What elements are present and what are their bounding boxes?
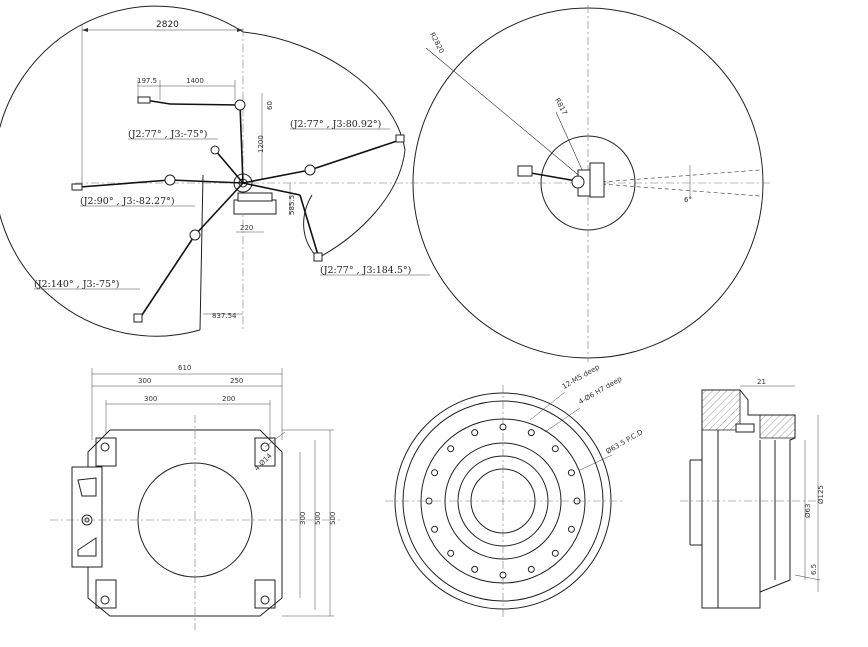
bolt-hole: [499, 571, 507, 579]
work-envelope-side-view: 2820 197.5 1400 60 1200 585.5 220 837.54: [0, 5, 430, 337]
bolt-hole: [573, 497, 581, 505]
section-outline: [701, 389, 796, 609]
arm-pose-low: [133, 182, 244, 323]
arm-pose-horizontal: [71, 174, 244, 191]
envelope-outer-arc: [0, 5, 244, 337]
dim-2820: 2820: [156, 20, 179, 30]
label-r817: R817: [553, 97, 569, 117]
dim-197-5: 197.5: [137, 77, 157, 85]
arm-pose-upright: [137, 96, 246, 184]
bolt-hole: [447, 549, 455, 557]
section-dim-a: Ø63: [804, 504, 812, 518]
mounting-holes: [95, 437, 276, 609]
pose-label-e: (J2:77° , J3:184.5°): [320, 265, 411, 276]
flange-bolt-holes: [425, 423, 581, 579]
base-mounting-view: 610 300 250 300 200: [50, 364, 340, 630]
bolt-hole: [551, 549, 559, 557]
pose-label-a: (J2:77° , J3:-75°): [128, 129, 207, 140]
dim-200: 200: [222, 395, 235, 403]
arm-pose-down: [242, 182, 323, 262]
dim-60: 60: [266, 101, 274, 110]
bolt-hole: [447, 445, 455, 453]
bolt-hole: [567, 525, 575, 533]
bolt-hole: [431, 469, 439, 477]
leader-1: 12-M5 deep: [561, 363, 602, 391]
dim-220: 220: [240, 224, 253, 232]
section-dim-21: 21: [757, 378, 766, 386]
dim-v-a: 300: [299, 512, 307, 525]
side-bracket: [71, 466, 103, 568]
dim-585-5: 585.5: [288, 195, 296, 215]
bolt-hole: [471, 565, 479, 573]
base-plate-outline: [87, 429, 283, 617]
dim-1200: 1200: [257, 135, 265, 153]
dim-300b: 300: [144, 395, 157, 403]
robot-top-view: [517, 162, 605, 198]
leader-r-large: [425, 47, 589, 184]
pose-label-b: (J2:77° , J3:80.92°): [290, 119, 381, 130]
arm-pose-upright-2: [210, 145, 244, 184]
leader-3: Ø63.5 P.C.D: [605, 428, 645, 456]
arm-pose-right: [242, 134, 405, 184]
flange-front-view: 12-M5 deep 4-Ø6 H7 deep Ø63.5 P.C.D: [385, 363, 644, 620]
flange-section-view: 21 Ø63 Ø125 6.5: [680, 378, 825, 609]
bolt-hole: [527, 429, 535, 437]
dim-610: 610: [178, 364, 191, 372]
dim-v-b: 500: [314, 512, 322, 525]
work-envelope-plan-view: R2820 R817 6°: [410, 5, 770, 362]
bolt-hole: [471, 429, 479, 437]
bolt-hole: [551, 445, 559, 453]
dim-837-54: 837.54: [212, 312, 237, 320]
label-angle-6: 6°: [684, 196, 692, 204]
dim-v-c: 500: [329, 512, 337, 525]
dim-250: 250: [230, 377, 243, 385]
pose-label-d: (J2:140° , J3:-75°): [34, 279, 120, 290]
section-dim-c: 6.5: [810, 564, 818, 575]
dim-1400: 1400: [186, 77, 204, 85]
bolt-hole: [431, 525, 439, 533]
bolt-hole: [527, 565, 535, 573]
pose-label-c: (J2:90° , J3:-82.27°): [80, 196, 175, 207]
dim-300a: 300: [138, 377, 151, 385]
bolt-hole: [567, 469, 575, 477]
envelope-right-arc: [242, 31, 406, 259]
section-dim-b: Ø125: [817, 485, 825, 504]
bolt-hole: [499, 423, 507, 431]
label-r2820: R2820: [428, 31, 446, 55]
bolt-hole: [425, 497, 433, 505]
